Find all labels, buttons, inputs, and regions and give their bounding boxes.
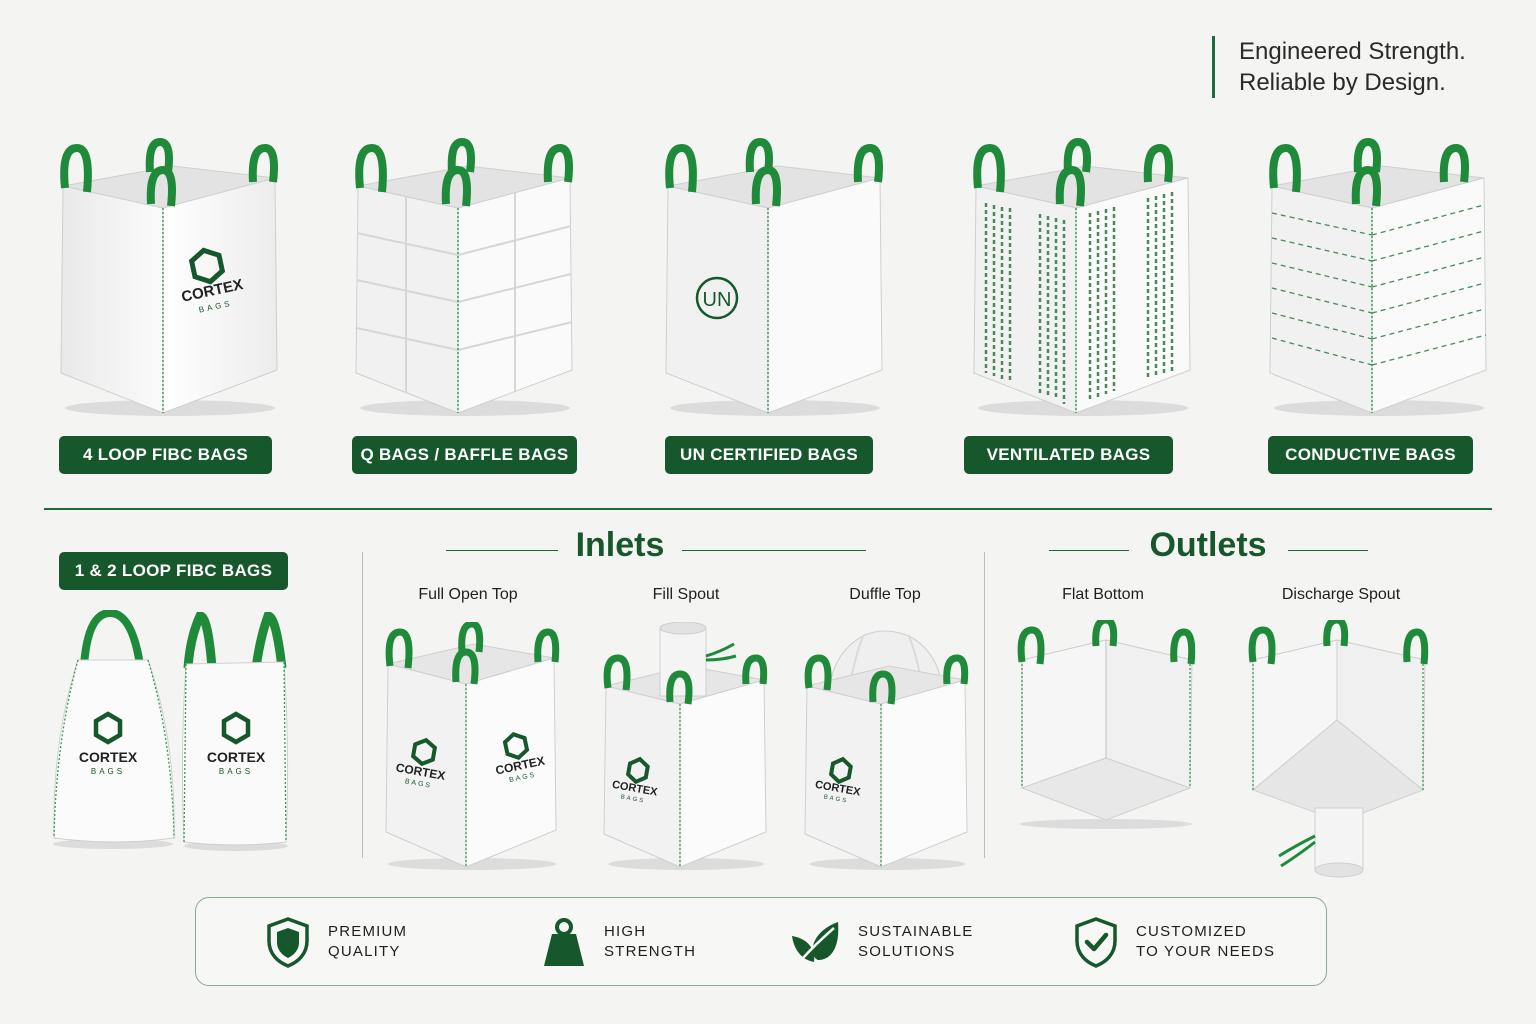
tagline-line-1: Engineered Strength.: [1239, 38, 1466, 65]
feature-4-line-2: TO YOUR NEEDS: [1136, 943, 1276, 960]
bag-un-certified-image: UN: [660, 138, 890, 418]
feature-customized: CUSTOMIZED TO YOUR NEEDS: [1072, 916, 1275, 968]
label-4-loop-bags[interactable]: 4 LOOP FIBC BAGS: [59, 436, 272, 474]
divider-loop-inlets: [362, 552, 363, 858]
divider-inlets-outlets: [984, 552, 985, 858]
bag-1-loop-image: CORTEX BAGS: [48, 610, 178, 850]
feature-3-line-2: SOLUTIONS: [858, 943, 956, 960]
section-divider: [44, 508, 1492, 510]
bag-flat-bottom-image: [1014, 620, 1200, 830]
bag-2-loop-image: CORTEX BAGS: [180, 612, 292, 852]
svg-text:BAGS: BAGS: [219, 767, 253, 776]
bag-conductive-image: [1264, 138, 1494, 418]
feature-1-line-2: QUALITY: [328, 943, 401, 960]
tagline-line-2: Reliable by Design.: [1239, 69, 1446, 96]
label-1-2-loop-bags[interactable]: 1 & 2 LOOP FIBC BAGS: [59, 552, 288, 590]
bag-fill-spout-image: CORTEX BAGS: [602, 622, 772, 872]
outlet-label-flat-bottom: Flat Bottom: [1062, 586, 1144, 603]
inlets-line-left: [446, 550, 558, 551]
leaf-icon: [792, 922, 839, 967]
svg-text:CORTEX: CORTEX: [79, 749, 138, 765]
svg-text:UN: UN: [703, 289, 732, 311]
svg-text:BAGS: BAGS: [823, 794, 848, 804]
features-bar: PREMIUM QUALITY HIGH STRENGTH SUSTAINABL…: [195, 897, 1327, 986]
feature-1-line-1: PREMIUM: [328, 923, 408, 940]
inlet-label-duffle-top: Duffle Top: [849, 586, 921, 603]
outlet-label-discharge-spout: Discharge Spout: [1281, 586, 1401, 603]
label-un-certified-bags[interactable]: UN CERTIFIED BAGS: [665, 436, 873, 474]
weight-icon: [544, 918, 584, 966]
outlets-title: Outlets: [1149, 526, 1267, 564]
tagline: Engineered Strength. Reliable by Design.: [1212, 36, 1466, 98]
inlets-line-right: [682, 550, 866, 551]
feature-3-line-1: SUSTAINABLE: [858, 923, 974, 940]
bag-baffle-image: [350, 138, 580, 418]
label-ventilated-bags[interactable]: VENTILATED BAGS: [964, 436, 1173, 474]
bag-duffle-top-image: CORTEX BAGS: [803, 622, 973, 872]
feature-2-line-2: STRENGTH: [604, 943, 697, 960]
svg-text:BAGS: BAGS: [91, 767, 125, 776]
svg-text:CORTEX: CORTEX: [207, 749, 266, 765]
label-baffle-bags[interactable]: Q BAGS / BAFFLE BAGS: [352, 436, 577, 474]
inlet-label-fill-spout: Fill Spout: [652, 586, 720, 603]
feature-high-strength: HIGH STRENGTH: [540, 916, 696, 968]
inlets-title: Inlets: [575, 526, 665, 564]
bag-discharge-spout-image: [1245, 620, 1445, 890]
bag-ventilated-image: [968, 138, 1198, 418]
label-conductive-bags[interactable]: CONDUCTIVE BAGS: [1268, 436, 1473, 474]
outlets-line-left: [1049, 550, 1129, 551]
bag-4-loop-image: CORTEX BAGS: [55, 138, 285, 418]
shield-check-icon: [1075, 917, 1117, 968]
feature-2-line-1: HIGH: [604, 923, 647, 940]
feature-4-line-1: CUSTOMIZED: [1136, 923, 1247, 940]
bag-full-open-top-image: CORTEX BAGS CORTEX BAGS: [382, 622, 562, 872]
svg-text:BAGS: BAGS: [404, 778, 432, 790]
feature-premium-quality: PREMIUM QUALITY: [264, 916, 407, 968]
shield-icon: [267, 917, 309, 968]
inlet-label-full-open-top: Full Open Top: [418, 586, 518, 603]
feature-sustainable-solutions: SUSTAINABLE SOLUTIONS: [788, 916, 973, 968]
outlets-line-right: [1288, 550, 1368, 551]
svg-text:BAGS: BAGS: [620, 794, 645, 804]
